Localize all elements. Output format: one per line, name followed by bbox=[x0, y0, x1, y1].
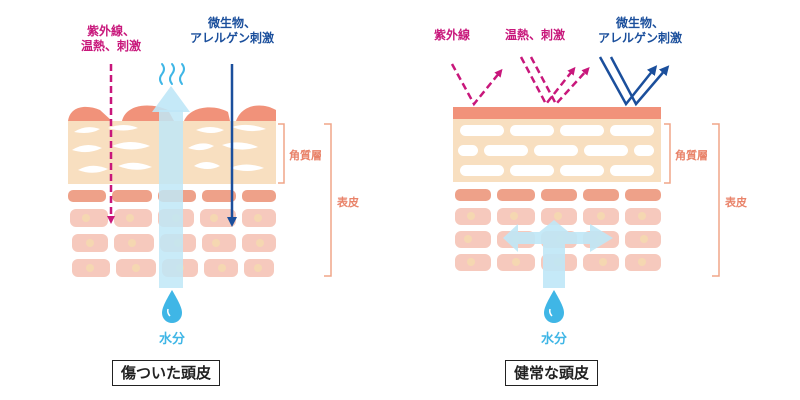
water-drop-icon bbox=[162, 290, 182, 323]
epidermis-label-healthy: 表皮 bbox=[724, 195, 747, 209]
healthy-scalp-illustration bbox=[450, 56, 720, 323]
healthy-scalp-caption: 健常な頭皮 bbox=[505, 360, 599, 386]
damaged-scalp-illustration bbox=[68, 63, 332, 323]
water-label: 水分 bbox=[159, 331, 185, 347]
microbe-label-healthy-line-2: アレルゲン刺激 bbox=[598, 30, 682, 45]
microbe-label-line-2: アレルゲン刺激 bbox=[190, 30, 274, 45]
stratum-label-healthy: 角質層 bbox=[675, 148, 708, 162]
granular-layer-healthy bbox=[455, 189, 661, 201]
damaged-scalp-caption: 傷ついた頭皮 bbox=[112, 360, 221, 386]
epidermis-bracket-healthy bbox=[712, 123, 720, 277]
microbe-label-line-1: 微生物、 bbox=[207, 15, 256, 30]
heat-label-healthy: 温熱、刺激 bbox=[505, 27, 565, 42]
water-label-healthy: 水分 bbox=[541, 331, 567, 347]
water-drop-icon-healthy bbox=[544, 290, 564, 323]
epidermis-label: 表皮 bbox=[336, 195, 359, 209]
corneocytes-healthy bbox=[458, 125, 654, 176]
evaporation-wavy-icon bbox=[159, 63, 185, 85]
stratum-bracket bbox=[278, 123, 285, 184]
stratum-bracket-healthy bbox=[664, 123, 671, 184]
healthy-barrier-band bbox=[453, 107, 661, 119]
microbe-label-healthy-line-1: 微生物、 bbox=[615, 15, 664, 30]
stratum-label: 角質層 bbox=[289, 148, 322, 162]
uv-label-line-2: 温熱、刺激 bbox=[81, 38, 141, 53]
uv-label-line-1: 紫外線、 bbox=[87, 23, 135, 38]
microbe-reflected-arrows bbox=[598, 56, 670, 107]
epidermis-bracket bbox=[324, 123, 332, 277]
uv-label-healthy: 紫外線 bbox=[434, 27, 470, 42]
water-escape-arrow bbox=[152, 63, 190, 288]
uv-reflected-arrows bbox=[450, 56, 590, 107]
water-retained-arrows bbox=[503, 220, 613, 288]
